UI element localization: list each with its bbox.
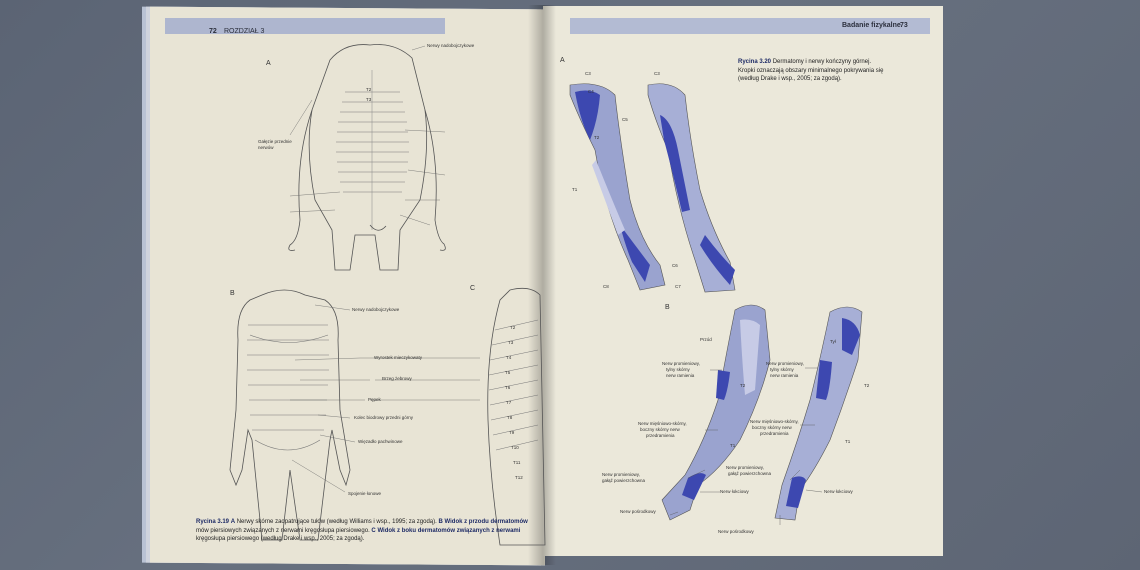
- label-a-nerves: nerwów: [258, 145, 274, 150]
- label-a-supraclavicular: Nerwy nadobojczykowe: [427, 43, 475, 48]
- label-b-umbilicus: Pępek: [368, 397, 381, 402]
- label-c-t11: T11: [513, 460, 521, 465]
- right-panel-a-letter: A: [560, 57, 565, 64]
- label-b-xiphoid: Wyrostek mieczykowaty: [374, 355, 422, 360]
- front-n1: Nerw promieniowy,: [662, 361, 700, 366]
- dermatome-c7-a: C7: [675, 284, 681, 289]
- left-page-number: 72: [209, 28, 217, 35]
- dermatome-c6-a: C6: [672, 263, 678, 268]
- caption-c-text: Widok z boku dermatomów związanych z ner…: [377, 527, 521, 534]
- front-t1: T1: [730, 443, 736, 448]
- back-m5: Nerw pośrodkowy: [718, 529, 754, 534]
- label-b-asis: Kolec biodrowy przedni górny: [354, 415, 414, 420]
- left-page-header: [165, 18, 445, 34]
- label-c-t4: T4: [506, 355, 512, 360]
- figure-3-20-caption: Rycina 3.20 Dermatomy i nerwy kończyny g…: [738, 58, 928, 84]
- label-a-anterior-branches: Gałęzie przednie: [258, 139, 292, 144]
- back-m4: Nerw łokciowy: [824, 489, 853, 494]
- dermatome-t1-a: T1: [572, 187, 578, 192]
- panel-a-letter: A: [266, 60, 271, 67]
- label-c-t3: T3: [508, 340, 514, 345]
- caption-a-marker: A: [230, 519, 236, 525]
- label-b-pubic-symphysis: Spojenie łonowe: [348, 491, 382, 496]
- dermatome-c3-a: C3: [585, 71, 591, 76]
- back-t1: T1: [845, 439, 851, 444]
- dermatome-c5-a: C5: [622, 117, 628, 122]
- back-m2c: przedramienia: [760, 431, 789, 436]
- caption-3-20-text2: Kropki oznaczają obszary minimalnego pok…: [738, 67, 884, 74]
- back-m2: Nerw mięśniowo-skórny,: [750, 419, 799, 424]
- back-m1c: nerw ramienia: [770, 373, 799, 378]
- front-n2b: boczny skórny nerw: [640, 427, 680, 432]
- label-a-t2: T2: [366, 87, 372, 92]
- dermatome-c4-a: C4: [588, 89, 594, 94]
- dermatome-c3-b: C3: [654, 71, 660, 76]
- caption-line3: kręgosłupa piersiowego (według Drake i w…: [196, 536, 365, 543]
- panel-b-letter: B: [230, 290, 235, 297]
- panel-c-letter: C: [470, 285, 476, 292]
- right-panel-b-letter: B: [665, 304, 670, 311]
- caption-3-20-label: Rycina 3.20: [738, 59, 772, 65]
- book-gutter: [528, 5, 556, 565]
- label-back: Tył: [830, 339, 836, 344]
- right-page-header: [570, 18, 930, 34]
- label-b-inguinal-ligament: Więzadło pachwinowe: [358, 439, 403, 444]
- caption-a-text: Nerwy skórne zaopatrujące tułów (według …: [236, 519, 437, 525]
- caption-c-marker: C: [371, 527, 376, 534]
- back-m2b: boczny skórny nerw: [752, 425, 792, 430]
- right-page-number: 73: [900, 22, 908, 29]
- caption-3-20-text3: (według Drake i wsp., 2005; za zgodą).: [738, 76, 842, 83]
- label-c-t10: T10: [511, 445, 519, 450]
- back-m1: Nerw promieniowy,: [766, 361, 804, 366]
- front-n4: Nerw łokciowy: [720, 489, 749, 494]
- label-c-t5: T5: [505, 370, 511, 375]
- figure-3-19-caption: Rycina 3.19 A Nerwy skórne zaopatrujące …: [196, 518, 541, 544]
- label-c-t9: T9: [509, 430, 515, 435]
- dermatome-c8-a: C8: [603, 284, 609, 289]
- front-n3: Nerw promieniowy,: [602, 472, 640, 477]
- label-c-t12: T12: [515, 475, 523, 480]
- front-n3b: gałąź powierzchowna: [602, 478, 646, 483]
- label-b-supraclavicular: Nerwy nadobojczykowe: [352, 307, 400, 312]
- front-t2: T2: [740, 383, 746, 388]
- front-n2: Nerw mięśniowo-skórny,: [638, 421, 687, 426]
- label-a-t3: T3: [366, 97, 372, 102]
- front-n2c: przedramienia: [646, 433, 675, 438]
- front-n1b: tylny skórny: [666, 367, 690, 372]
- caption-b-text: Widok z przodu dermatomów: [444, 519, 528, 525]
- caption-b-marker: B: [438, 519, 443, 525]
- label-front: Przód: [700, 337, 712, 342]
- right-section-title: Badanie fizykalne: [842, 22, 901, 29]
- back-t2: T2: [864, 383, 870, 388]
- caption-line2: mów piersiowych związanych z nerwami krę…: [196, 527, 370, 534]
- label-c-t6: T6: [505, 385, 511, 390]
- front-n1c: nerw ramienia: [666, 373, 695, 378]
- label-c-t7: T7: [506, 400, 512, 405]
- caption-fig-label: Rycina 3.19: [196, 519, 230, 525]
- label-b-costal-margin: Brzeg żebrowy: [382, 376, 412, 381]
- back-m3b: gałąź powierzchowna: [728, 471, 772, 476]
- label-c-t8: T8: [507, 415, 513, 420]
- back-m3: Nerw promieniowy,: [726, 465, 764, 470]
- front-n5: Nerw pośrodkowy: [620, 509, 656, 514]
- dermatome-t2-a: T2: [594, 135, 600, 140]
- label-c-t2: T2: [510, 325, 516, 330]
- left-chapter-title: ROZDZIAŁ 3: [224, 28, 265, 35]
- caption-3-20-text1: Dermatomy i nerwy kończyny górnej.: [772, 59, 872, 65]
- back-m1b: tylny skórny: [770, 367, 794, 372]
